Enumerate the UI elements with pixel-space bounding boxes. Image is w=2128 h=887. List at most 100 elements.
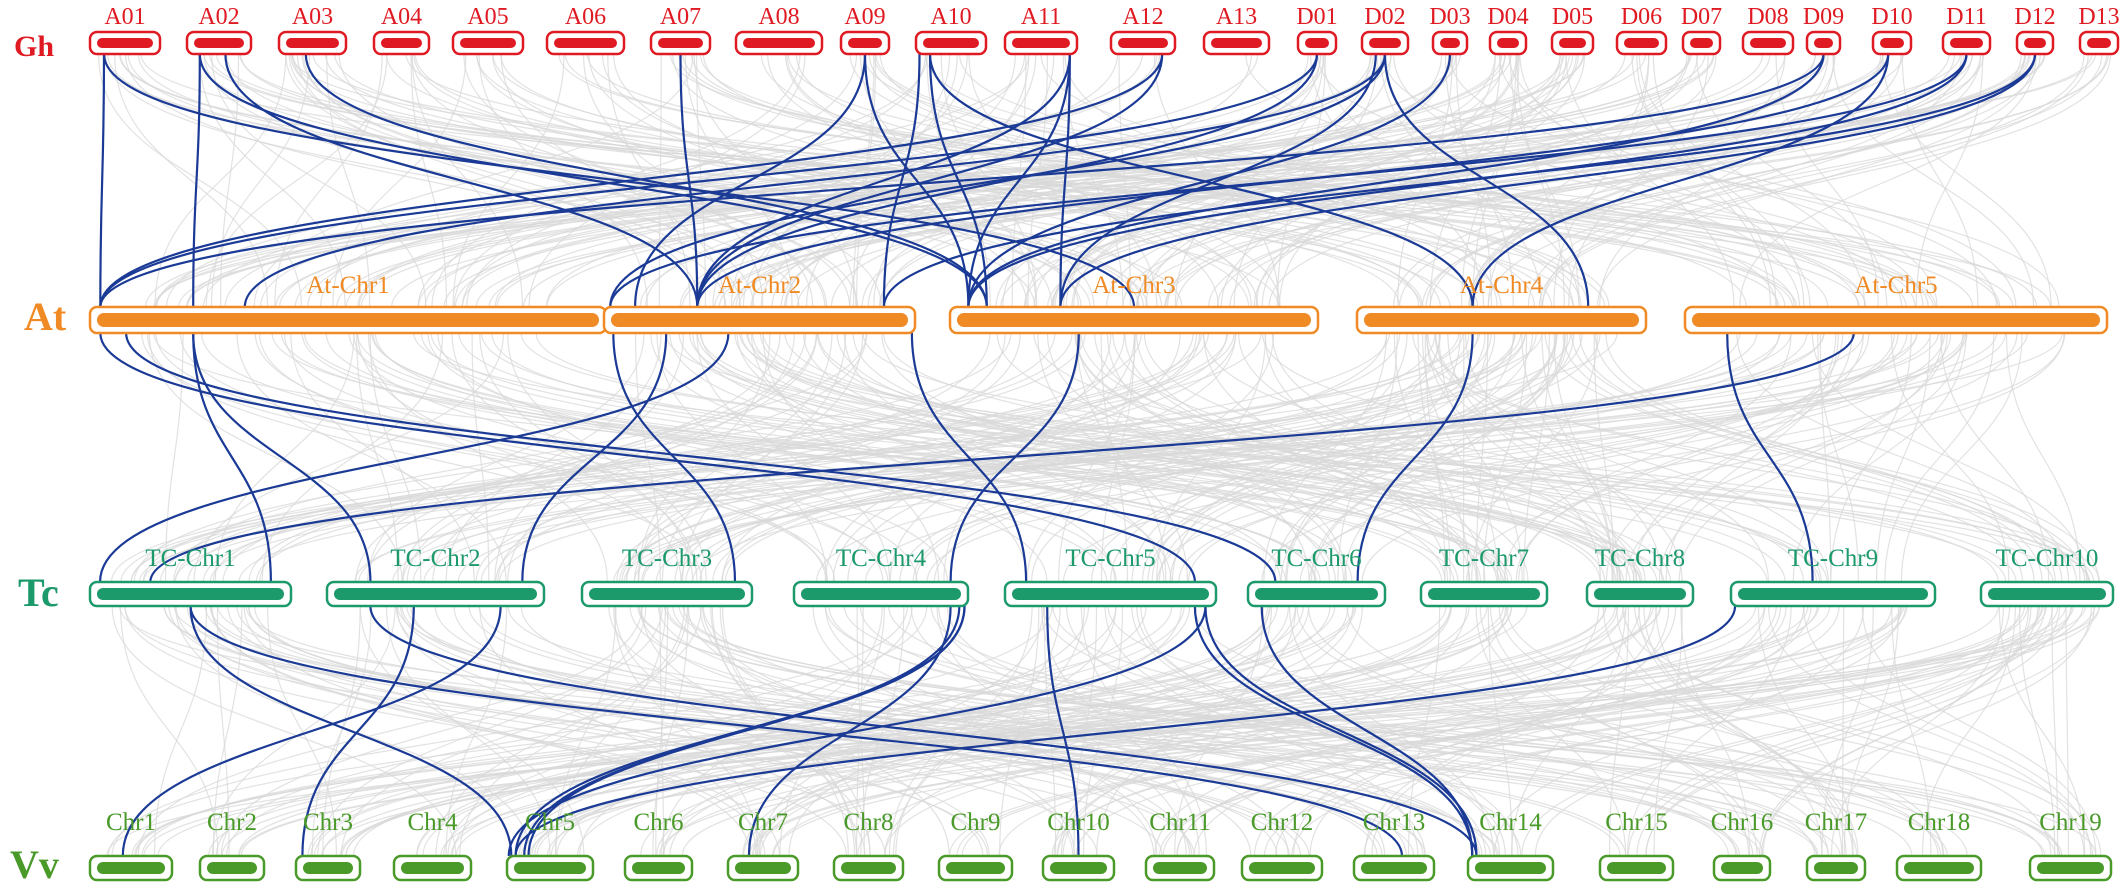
chromosome-tc-chr10[interactable]: TC-Chr10 <box>1979 545 2115 608</box>
chromosome-chr5[interactable]: Chr5 <box>505 809 595 882</box>
chromosome-tracks: Gh A01 A02 A03 A04 A05 A06 A07 A08 A09 A10 A11 A12 A1… <box>10 4 2120 887</box>
chromosome-tc-chr4[interactable]: TC-Chr4 <box>792 545 970 608</box>
chromosome-a05[interactable]: A05 <box>451 4 525 56</box>
chromosome-d06[interactable]: D06 <box>1615 4 1668 56</box>
chromosome-chr7[interactable]: Chr7 <box>726 809 800 882</box>
chromosome-a04[interactable]: A04 <box>372 4 431 56</box>
chromosome-chr12[interactable]: Chr12 <box>1240 809 1324 882</box>
chromosome-d05[interactable]: D05 <box>1550 4 1595 56</box>
chromosome-d12[interactable]: D12 <box>2014 4 2056 56</box>
background-link <box>712 332 1470 583</box>
chromosome-tc-chr6[interactable]: TC-Chr6 <box>1246 545 1387 608</box>
chromosome-at-chr5[interactable]: At-Chr5 <box>1683 272 2109 335</box>
chromosome-chr9[interactable]: Chr9 <box>937 809 1014 882</box>
background-link <box>215 53 1860 308</box>
chromosome-a13[interactable]: A13 <box>1202 4 1271 56</box>
background-link <box>1426 332 1683 583</box>
chromosome-d01[interactable]: D01 <box>1296 4 1338 56</box>
chromosome-bar <box>735 862 791 874</box>
chromosome-tc-chr3[interactable]: TC-Chr3 <box>580 545 754 608</box>
background-link <box>1288 605 1495 857</box>
collinear-gene-link <box>1726 332 1814 583</box>
background-link <box>258 332 827 583</box>
chromosome-tc-chr8[interactable]: TC-Chr8 <box>1585 545 1695 608</box>
chromosome-d04[interactable]: D04 <box>1487 4 1529 56</box>
background-link <box>1475 605 1627 857</box>
chromosome-label: At-Chr3 <box>1092 272 1175 299</box>
chromosome-a08[interactable]: A08 <box>734 4 824 56</box>
chromosome-bar <box>194 38 244 48</box>
chromosome-bar <box>1690 38 1713 48</box>
chromosome-chr18[interactable]: Chr18 <box>1895 809 1983 882</box>
chromosome-d03[interactable]: D03 <box>1429 4 1471 56</box>
chromosome-tc-chr1[interactable]: TC-Chr1 <box>88 545 293 608</box>
chromosome-bar <box>1814 862 1858 874</box>
chromosome-chr11[interactable]: Chr11 <box>1144 809 1216 882</box>
chromosome-a01[interactable]: A01 <box>88 4 162 56</box>
chromosome-d13[interactable]: D13 <box>2078 4 2120 56</box>
background-link <box>601 53 1095 308</box>
chromosome-at-chr2[interactable]: At-Chr2 <box>602 272 917 335</box>
chromosome-bar <box>207 862 257 874</box>
chromosome-chr6[interactable]: Chr6 <box>623 809 694 882</box>
chromosome-chr19[interactable]: Chr19 <box>2028 809 2113 882</box>
chromosome-a03[interactable]: A03 <box>277 4 348 56</box>
background-link <box>447 605 913 857</box>
background-link <box>1622 605 2102 857</box>
chromosome-chr4[interactable]: Chr4 <box>392 809 473 882</box>
chromosome-d02[interactable]: D02 <box>1360 4 1410 56</box>
background-link <box>1158 605 2043 857</box>
chromosome-chr2[interactable]: Chr2 <box>198 809 266 882</box>
chromosome-chr14[interactable]: Chr14 <box>1466 809 1555 882</box>
chromosome-label: Chr19 <box>2039 809 2102 836</box>
chromosome-chr3[interactable]: Chr3 <box>294 809 362 882</box>
chromosome-chr13[interactable]: Chr13 <box>1352 809 1436 882</box>
chromosome-d10[interactable]: D10 <box>1871 4 1913 56</box>
background-link <box>669 332 1282 583</box>
background-link <box>692 332 1965 583</box>
chromosome-at-chr3[interactable]: At-Chr3 <box>948 272 1320 335</box>
species-label-gh: Gh <box>14 30 54 63</box>
chromosome-chr17[interactable]: Chr17 <box>1805 809 1868 882</box>
chromosome-tc-chr7[interactable]: TC-Chr7 <box>1419 545 1549 608</box>
chromosome-a07[interactable]: A07 <box>649 4 712 56</box>
chromosome-a12[interactable]: A12 <box>1109 4 1177 56</box>
background-link <box>471 332 490 583</box>
chromosome-chr1[interactable]: Chr1 <box>88 809 174 882</box>
chromosome-bar <box>1721 862 1763 874</box>
background-link <box>1151 332 1496 583</box>
chromosome-a02[interactable]: A02 <box>185 4 253 56</box>
chromosome-chr8[interactable]: Chr8 <box>832 809 905 882</box>
chromosome-d11[interactable]: D11 <box>1941 4 1992 56</box>
background-link <box>554 605 667 857</box>
background-link <box>576 605 1513 857</box>
background-link <box>684 53 793 308</box>
background-link <box>1307 605 1858 857</box>
chromosome-a11[interactable]: A11 <box>1003 4 1079 56</box>
background-link <box>1890 332 2010 583</box>
chromosome-a09[interactable]: A09 <box>839 4 891 56</box>
background-link <box>406 605 1621 857</box>
chromosome-d08[interactable]: D08 <box>1741 4 1795 56</box>
chromosome-chr15[interactable]: Chr15 <box>1598 809 1675 882</box>
chromosome-label: D04 <box>1487 4 1528 30</box>
chromosome-at-chr4[interactable]: At-Chr4 <box>1355 272 1648 335</box>
background-link <box>857 605 1652 857</box>
chromosome-tc-chr2[interactable]: TC-Chr2 <box>325 545 546 608</box>
chromosome-chr16[interactable]: Chr16 <box>1711 809 1774 882</box>
collinear-gene-link <box>99 53 1164 308</box>
chromosome-a10[interactable]: A10 <box>914 4 988 56</box>
background-link <box>1136 53 1699 308</box>
chromosome-bar <box>1012 588 1209 600</box>
chromosome-tc-chr5[interactable]: TC-Chr5 <box>1003 545 1218 608</box>
chromosome-label: A07 <box>660 4 701 30</box>
chromosome-d09[interactable]: D09 <box>1803 4 1844 56</box>
chromosome-chr10[interactable]: Chr10 <box>1041 809 1116 882</box>
background-link <box>1817 332 1859 583</box>
background-link <box>638 332 833 583</box>
chromosome-a06[interactable]: A06 <box>545 4 626 56</box>
species-label-tc: Tc <box>18 570 59 615</box>
chromosome-d07[interactable]: D07 <box>1681 4 1722 56</box>
chromosome-tc-chr9[interactable]: TC-Chr9 <box>1729 545 1937 608</box>
background-link <box>454 53 1507 308</box>
